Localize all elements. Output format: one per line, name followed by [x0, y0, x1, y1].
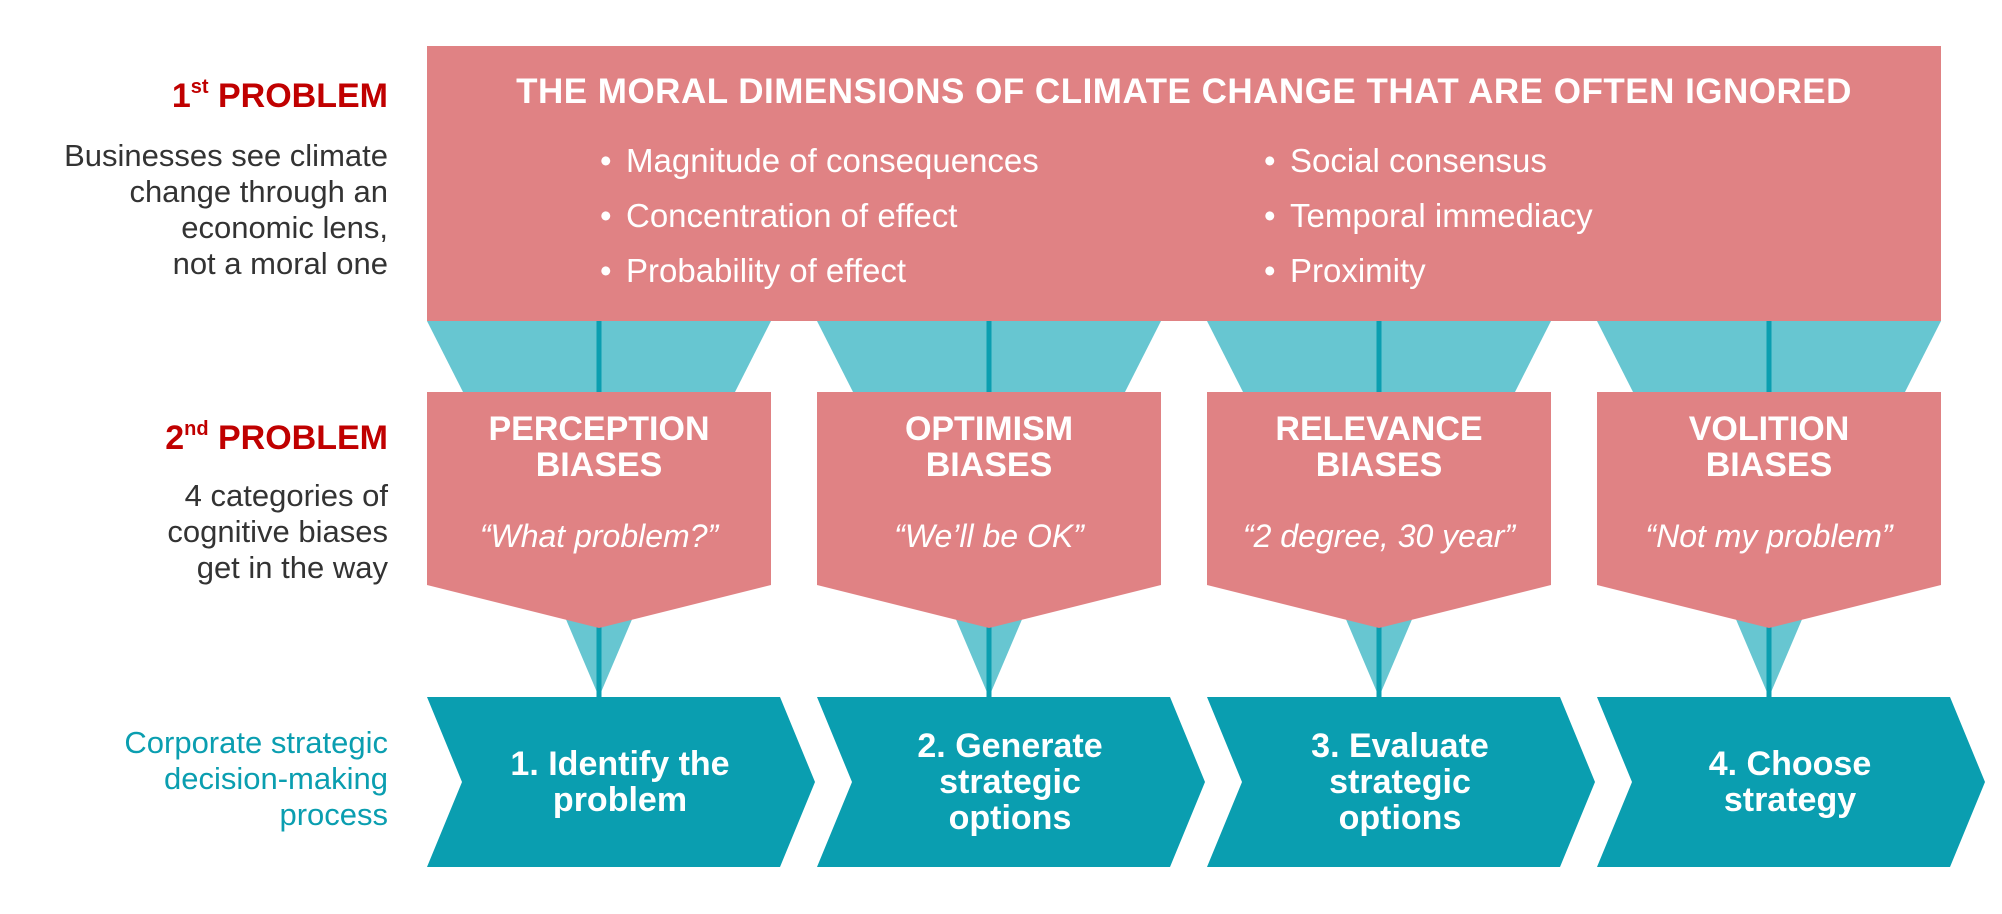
dimension-item-text: Probability of effect	[626, 252, 907, 289]
problem-2-suffix: nd	[184, 418, 209, 440]
dimension-item-text: Magnitude of consequences	[626, 142, 1039, 179]
problem-2-word: PROBLEM	[218, 419, 388, 457]
process-label-line: Corporate strategic	[124, 725, 388, 760]
problem-1-number: 1	[171, 77, 191, 115]
step-label-4: 4. Choose strategy	[1625, 697, 1955, 867]
dimension-item: •Probability of effect	[600, 252, 907, 289]
step-label-line: strategic	[1329, 763, 1471, 801]
dimension-item: •Concentration of effect	[600, 197, 958, 234]
step-chevron-3	[1207, 697, 1595, 867]
bias-title-line: OPTIMISM	[904, 410, 1074, 448]
dimension-item: •Proximity	[1264, 252, 1426, 289]
problem-1-line: not a moral one	[172, 246, 388, 281]
step-label-line: 1. Identify the	[510, 745, 730, 783]
problem-1-suffix: st	[190, 76, 209, 98]
process-chevrons	[427, 697, 1985, 867]
bias-title-line: VOLITION	[1688, 410, 1850, 448]
bias-quote-relevance: “2 degree, 30 year”	[1242, 518, 1516, 554]
bias-title-line: BIASES	[925, 446, 1053, 484]
bias-quote-volition: “Not my problem”	[1645, 518, 1893, 554]
moral-dimensions-title: THE MORAL DIMENSIONS OF CLIMATE CHANGE T…	[516, 72, 1852, 111]
moral-dimensions-banner	[427, 46, 1941, 321]
problem-1-line: economic lens,	[181, 210, 388, 245]
dimension-item: •Social consensus	[1264, 142, 1547, 179]
step-chevron-2	[817, 697, 1205, 867]
dimension-item-text: Concentration of effect	[626, 197, 958, 234]
problem-2-number: 2	[165, 419, 185, 457]
problem-1-heading: 1st PROBLEM	[172, 76, 388, 116]
bias-title-line: BIASES	[1705, 446, 1833, 484]
step-chevron-1	[427, 697, 815, 867]
bias-title-optimism: OPTIMISM BIASES	[817, 411, 1161, 483]
step-label-2: 2. Generate strategic options	[845, 697, 1175, 867]
bias-box-3	[1207, 392, 1551, 628]
process-label-line: process	[279, 797, 388, 832]
step-label-line: 4. Choose	[1708, 745, 1872, 783]
bias-quote-perception: “What problem?”	[479, 518, 719, 554]
bias-title-line: BIASES	[535, 446, 663, 484]
step-chevron-4	[1597, 697, 1985, 867]
bias-title-perception: PERCEPTION BIASES	[427, 411, 771, 483]
problem-2-description: 4 categories of cognitive biases get in …	[167, 478, 388, 586]
step-label-1: 1. Identify the problem	[455, 697, 785, 867]
bias-boxes	[427, 392, 1941, 628]
step-label-line: strategy	[1723, 781, 1857, 819]
bias-box-4	[1597, 392, 1941, 628]
bias-title-line: BIASES	[1315, 446, 1443, 484]
problem-1-line: Businesses see climate	[64, 138, 388, 173]
process-label-line: decision-making	[164, 761, 388, 796]
dimension-item-text: Social consensus	[1290, 142, 1547, 179]
step-label-line: options	[948, 799, 1072, 837]
bias-quote-optimism: “We’ll be OK”	[894, 518, 1084, 554]
lower-funnels	[562, 610, 1806, 697]
dimension-item: •Magnitude of consequences	[600, 142, 1039, 179]
upper-funnels	[427, 321, 1941, 392]
step-label-line: problem	[552, 781, 688, 819]
bias-box-1	[427, 392, 771, 628]
process-label: Corporate strategic decision-making proc…	[124, 725, 388, 833]
bias-title-line: PERCEPTION	[488, 410, 710, 448]
bias-title-relevance: RELEVANCE BIASES	[1207, 411, 1551, 483]
bias-title-line: RELEVANCE	[1275, 410, 1483, 448]
bias-box-2	[817, 392, 1161, 628]
step-label-line: strategic	[939, 763, 1081, 801]
problem-1-line: change through an	[129, 174, 388, 209]
dimension-item-text: Proximity	[1290, 252, 1426, 289]
step-label-3: 3. Evaluate strategic options	[1235, 697, 1565, 867]
problem-2-line: cognitive biases	[167, 514, 388, 549]
step-label-line: 2. Generate	[917, 727, 1103, 765]
problem-1-description: Businesses see climate change through an…	[64, 138, 388, 282]
step-label-line: 3. Evaluate	[1311, 727, 1489, 765]
problem-2-heading: 2nd PROBLEM	[165, 418, 388, 458]
dimension-item: •Temporal immediacy	[1264, 197, 1593, 234]
step-label-line: options	[1338, 799, 1462, 837]
dimension-item-text: Temporal immediacy	[1290, 197, 1593, 234]
bias-title-volition: VOLITION BIASES	[1597, 411, 1941, 483]
problem-2-line: 4 categories of	[184, 478, 388, 513]
problem-1-word: PROBLEM	[218, 77, 388, 115]
problem-2-line: get in the way	[196, 550, 388, 585]
